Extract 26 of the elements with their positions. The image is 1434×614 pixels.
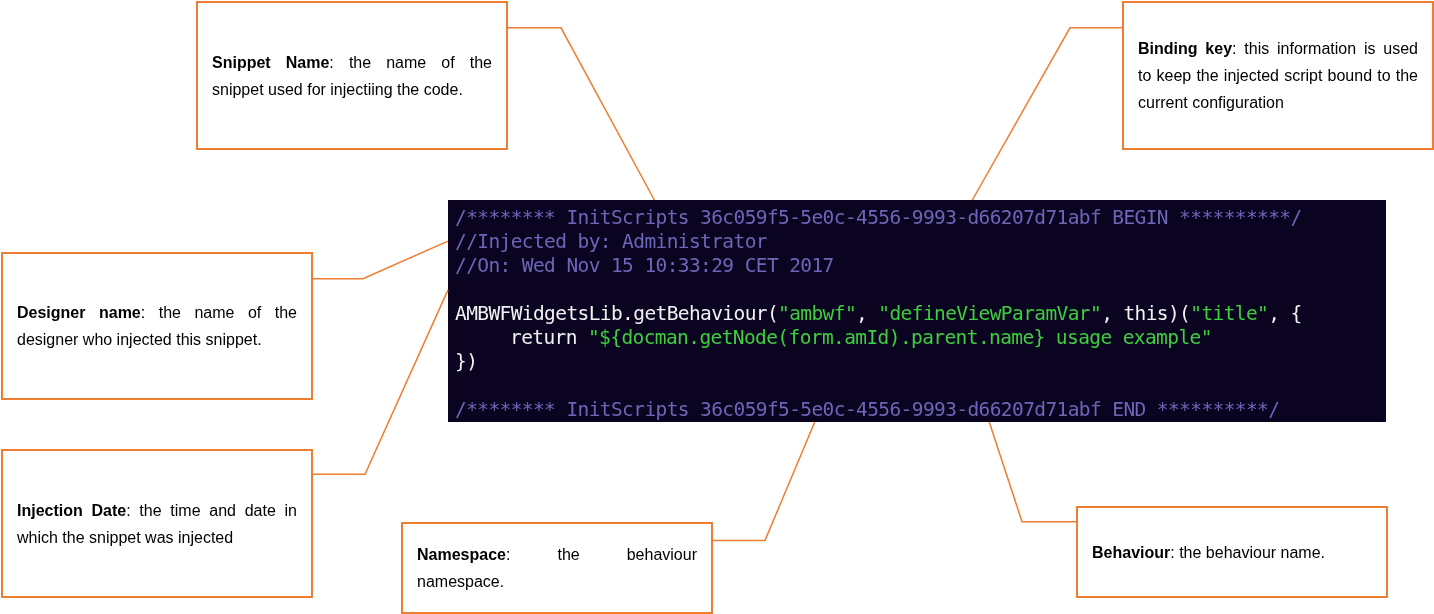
callout-box xyxy=(1,252,313,400)
leader-line xyxy=(988,421,1077,523)
leader-line xyxy=(971,27,1123,201)
callout-box xyxy=(1122,1,1434,150)
callout-text: Namespace: the behaviour namespace. xyxy=(417,545,697,592)
callout-box xyxy=(401,522,713,614)
leader-line xyxy=(312,240,449,280)
callout-text: Binding key: this information is used to keep the injected script bound to the current configuration xyxy=(1138,39,1418,113)
code-comment: /******** InitScripts 36c059f5-5e0c-4556-9993-d66207d71abf BEGIN **********/ xyxy=(455,206,1302,230)
code-line: return "${docman.getNode(form.amId).parent.name} usage example" xyxy=(509,326,1212,350)
leader-line xyxy=(312,289,449,476)
code-comment: //Injected by: Administrator xyxy=(455,230,767,254)
callout-text: Designer name: the name of the designer who injected this snippet. xyxy=(17,303,297,350)
leader-line xyxy=(507,27,656,201)
code-panel xyxy=(448,200,1386,422)
callout-text: Behaviour: the behaviour name. xyxy=(1092,542,1326,563)
code-comment: //On: Wed Nov 15 10:33:29 CET 2017 xyxy=(455,254,834,278)
code-line: }) xyxy=(455,350,478,374)
callout-box xyxy=(1,449,313,598)
callout-box xyxy=(1076,506,1388,598)
code-comment: /******** InitScripts 36c059f5-5e0c-4556-9993-d66207d71abf END **********/ xyxy=(455,398,1280,422)
callout-text: Injection Date: the time and date in which the snippet was injected xyxy=(17,500,297,548)
callout-text: Snippet Name: the name of the snippet used for injectiing the code. xyxy=(212,52,492,100)
callout-box xyxy=(196,1,508,150)
code-line: AMBWFWidgetsLib.getBehaviour("ambwf", "defineViewParamVar", this)("title", { xyxy=(455,302,1302,326)
leader-line xyxy=(712,421,816,542)
